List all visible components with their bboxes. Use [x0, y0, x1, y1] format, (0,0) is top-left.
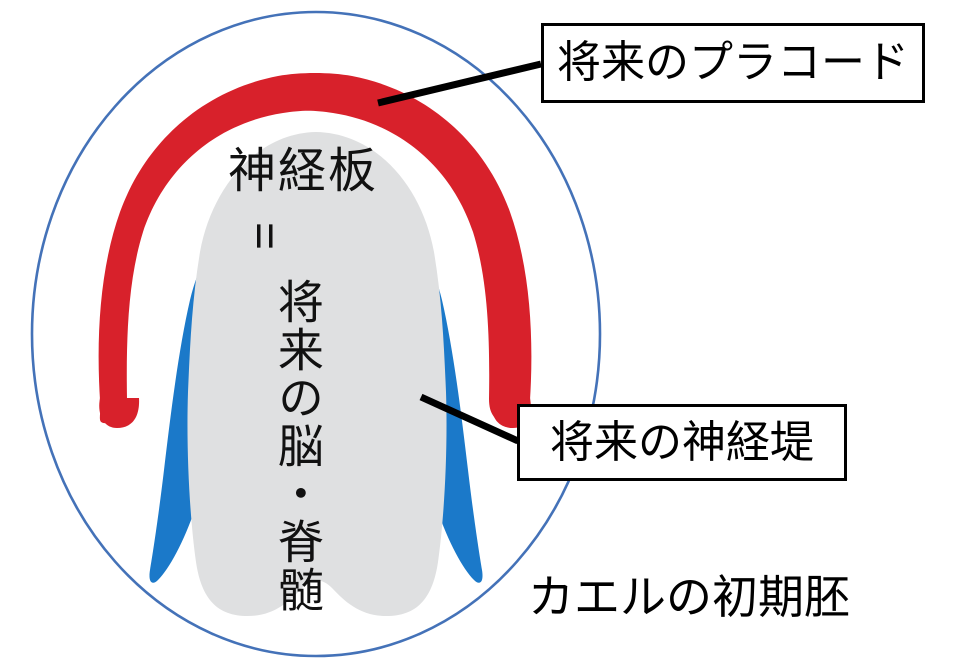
leader-line-crest [419, 393, 520, 445]
neural-plate-subtitle: 将来の脳・脊髄 [271, 278, 324, 614]
callout-label-placode: 将来のプラコード [557, 38, 909, 87]
neural-plate-title: 神経板 [228, 145, 379, 198]
neural-plate [187, 132, 447, 617]
neural-plate-equals-sign: = [238, 222, 291, 251]
leader-line-placode [377, 60, 542, 107]
embryo-outline [30, 10, 602, 658]
callout-box-placode[interactable]: 将来のプラコード [541, 23, 925, 103]
callout-box-neural-crest[interactable]: 将来の神経堤 [517, 404, 847, 481]
callout-label-neural-crest: 将来の神経堤 [550, 417, 814, 467]
figure-caption: カエルの初期胚 [528, 571, 850, 623]
